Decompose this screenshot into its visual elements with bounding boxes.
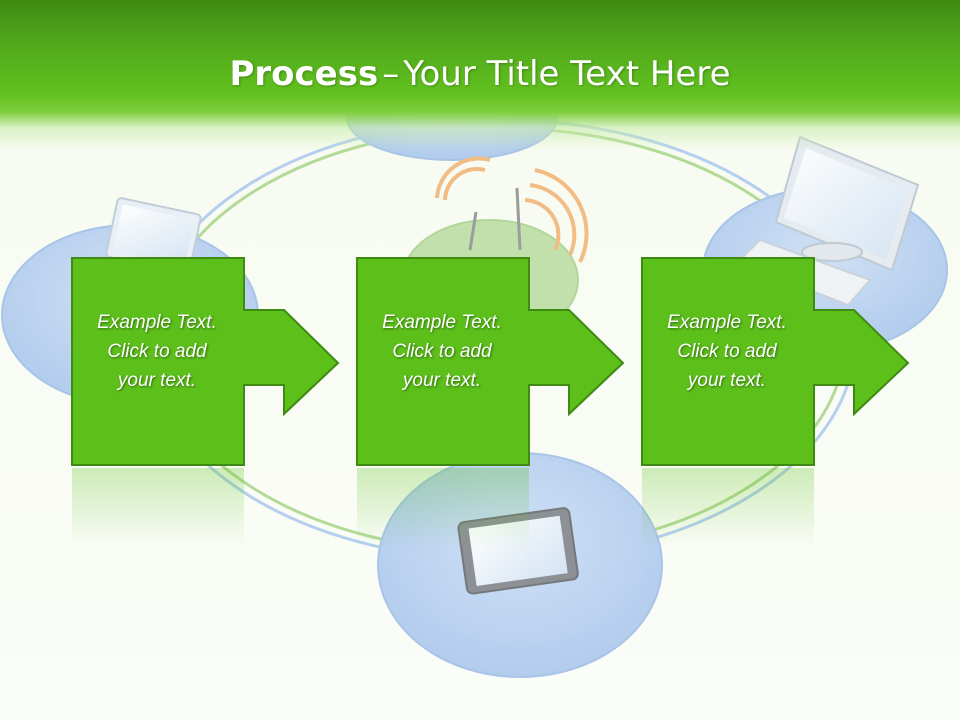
step-text-box[interactable]: Example Text. Click to add your text. (357, 308, 527, 395)
step-arrow-shape (641, 257, 910, 466)
process-step-2[interactable]: Example Text. Click to add your text. (355, 256, 625, 468)
step-text-line: Example Text. (382, 312, 502, 333)
step-text-line: Example Text. (667, 312, 787, 333)
step-text-box[interactable]: Example Text. Click to add your text. (72, 308, 242, 395)
step-text-line: Click to add (392, 341, 492, 362)
step-text-line: your text. (117, 370, 197, 391)
title-bar (0, 0, 960, 150)
wifi-router-icon (435, 156, 589, 263)
process-step-3[interactable]: Example Text. Click to add your text. (640, 256, 910, 468)
slide-title[interactable]: Process–Your Title Text Here (0, 52, 960, 96)
title-bold-text: Process (229, 54, 379, 94)
step-arrow-shape (71, 257, 340, 466)
step-text-line: your text. (402, 370, 482, 391)
step-text-box[interactable]: Example Text. Click to add your text. (642, 308, 812, 395)
step-text-line: Example Text. (97, 312, 217, 333)
step-arrow-shape (356, 257, 625, 466)
title-dash: – (382, 54, 400, 94)
process-step-1[interactable]: Example Text. Click to add your text. (70, 256, 340, 468)
tablet-icon (457, 507, 579, 595)
title-rest-text: Your Title Text Here (403, 54, 731, 94)
tablet-node (377, 452, 663, 678)
step-text-line: Click to add (107, 341, 207, 362)
step-text-line: your text. (687, 370, 767, 391)
step-text-line: Click to add (677, 341, 777, 362)
